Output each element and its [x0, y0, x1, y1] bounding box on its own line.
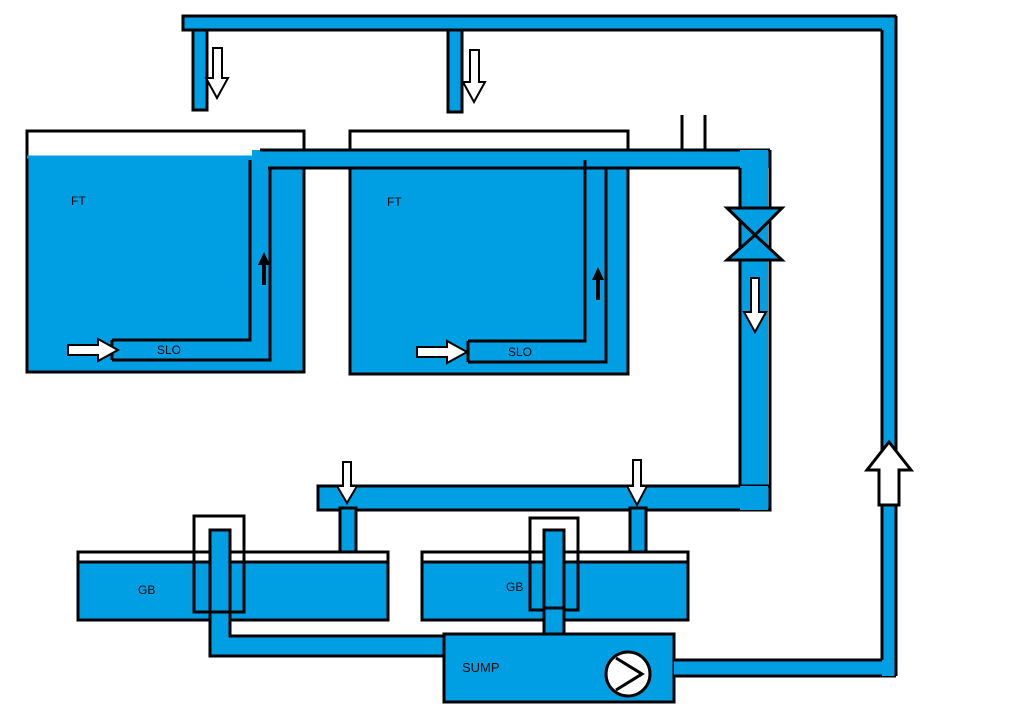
flow-arrow-down-left-drop [204, 47, 230, 101]
flow-arrow-up-riser-left [258, 252, 270, 285]
drop-pipe-right [446, 28, 464, 114]
flow-arrow-right-slo-left [67, 337, 121, 363]
top-header-corner [882, 16, 896, 30]
flow-arrow-down-downcomer [742, 277, 768, 335]
flow-arrow-right-slo-right [416, 339, 470, 365]
distribution-header-pipe [316, 484, 772, 512]
gb-tank-left [76, 550, 390, 622]
gb-feed-branches [338, 506, 648, 556]
flow-arrow-up-riser-main [863, 439, 915, 507]
flow-arrow-down-header-right [625, 459, 649, 508]
slo-label-right: SLO [508, 345, 532, 359]
top-return-pipe [181, 14, 897, 114]
gb-tank-right-label: GB [506, 580, 523, 594]
ft-tank-left-label: FT [71, 194, 86, 208]
flow-arrow-down-header-left [335, 461, 359, 505]
top-header-pipe [181, 14, 897, 32]
flow-arrow-down-right-drop [461, 49, 487, 105]
pump-icon [604, 650, 652, 698]
valve-icon [723, 206, 786, 262]
sump-label: SUMP [462, 660, 500, 675]
pump-discharge-riser [674, 16, 898, 678]
drop-pipe-left [191, 28, 209, 112]
slo-label-left: SLO [157, 343, 181, 357]
ft-tank-right-label: FT [387, 195, 402, 209]
ft-tank-left [25, 129, 306, 374]
vent-pipe [680, 115, 707, 150]
flow-arrow-up-riser-right [592, 267, 604, 300]
gb-tank-left-label: GB [138, 583, 155, 597]
overflow-header-pipe [252, 148, 770, 170]
